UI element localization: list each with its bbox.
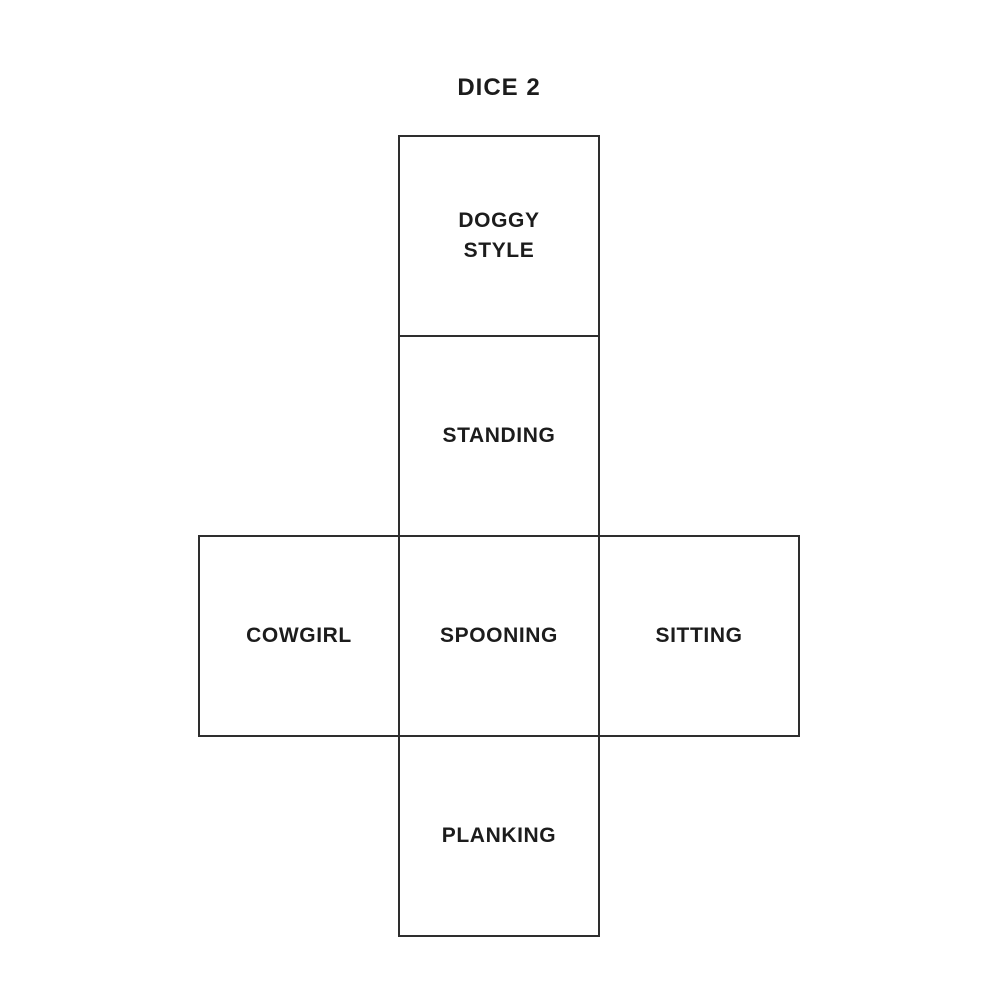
dice-face-spooning: SPOONING [398, 535, 600, 737]
face-label: COWGIRL [246, 623, 352, 647]
face-label: DOGGY STYLE [458, 208, 540, 262]
dice-title: DICE 2 [457, 74, 541, 101]
face-label: SITTING [655, 623, 743, 647]
face-label: PLANKING [441, 823, 557, 847]
dice-face-cowgirl: COWGIRL [198, 535, 400, 737]
dice-face-standing: STANDING [398, 335, 600, 537]
face-label: STANDING [442, 423, 556, 447]
face-label: SPOONING [440, 623, 558, 647]
dice-face-doggy-style: DOGGY STYLE [398, 135, 600, 337]
dice-face-planking: PLANKING [398, 735, 600, 937]
dice-face-sitting: SITTING [598, 535, 800, 737]
